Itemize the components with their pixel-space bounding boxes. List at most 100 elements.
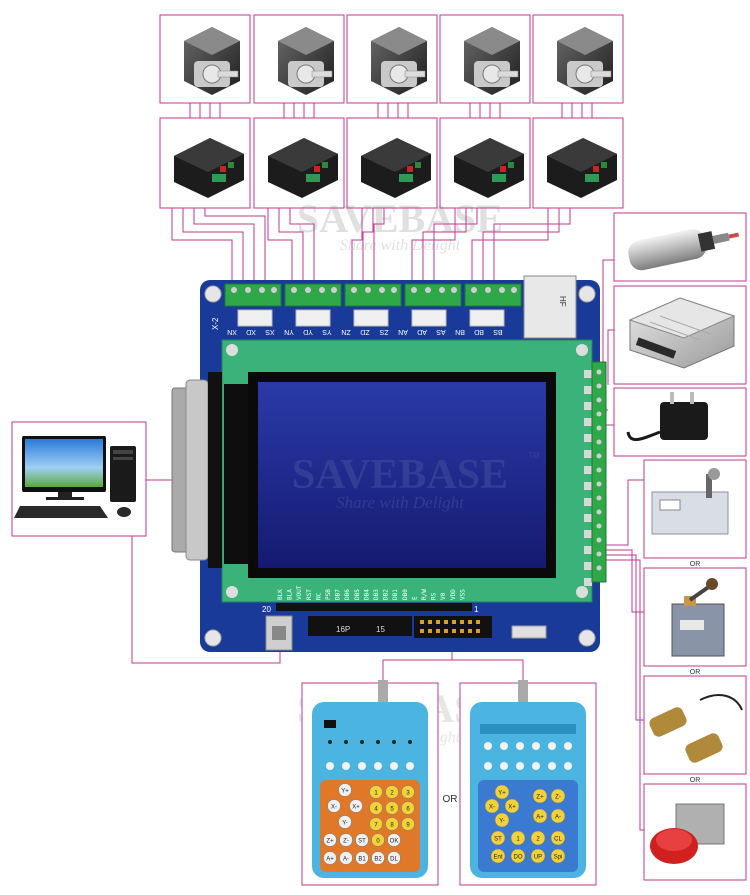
axis-terminal-label: AD [417, 328, 427, 335]
keypad-b-key-button[interactable] [490, 830, 506, 846]
keypad-b-key-button[interactable] [504, 798, 520, 814]
keypad-a-key-button[interactable] [327, 799, 341, 813]
spindle-icon [628, 229, 740, 271]
keypad-b-key-button[interactable] [530, 848, 546, 864]
lcd-pin-label: DB3 [373, 589, 380, 600]
keypad-b-key-label: DO [514, 854, 523, 860]
keypad-b-key-button[interactable] [494, 812, 510, 828]
keypad-a-key-button[interactable] [385, 801, 399, 815]
keypad-a-key-label: A- [343, 856, 349, 862]
mount-hole [578, 285, 596, 303]
keypad-a-key-button[interactable] [369, 801, 383, 815]
mount-hole [578, 629, 596, 647]
keypad-a-key-button[interactable] [323, 851, 337, 865]
proximity-sensor-icon [649, 694, 743, 763]
keypad-a-key-button[interactable] [338, 815, 352, 829]
lcd-pin-label: DB2 [383, 589, 390, 600]
mount-hole [204, 285, 222, 303]
keypad-a-key-button[interactable] [371, 851, 385, 865]
lcd-pin-label: V0 [440, 592, 447, 600]
proximity-sensor-box [643, 675, 747, 775]
keypad-b-key-label: Z+ [536, 794, 544, 800]
keypad-b-key-button[interactable] [530, 830, 546, 846]
ribbon-connector: 16P 15 [308, 616, 547, 639]
keypad-b-key-button[interactable] [532, 808, 548, 824]
keypad-b-key-button[interactable] [510, 848, 526, 864]
keypad-a-key-button[interactable] [401, 817, 415, 831]
lcd-pin-label: RST [306, 589, 313, 600]
keypad-b-key-button[interactable] [490, 848, 506, 864]
keypad-a-key-button[interactable] [323, 833, 337, 847]
pin-first-label: 20 [262, 605, 271, 614]
keypad-a-key-button[interactable] [401, 801, 415, 815]
roller-switch-icon [651, 468, 729, 535]
estop-box [643, 783, 747, 881]
keypad-a-key-label: B1 [358, 856, 366, 862]
lcd-pin-label: DB4 [363, 589, 370, 600]
stepper-motor-b [532, 14, 624, 104]
adapter-box [613, 387, 747, 457]
keypad-a-key-label: Z- [343, 838, 349, 844]
lcd-screen [258, 382, 546, 568]
keypad-a-key-button[interactable] [385, 817, 399, 831]
usb-wire [131, 536, 281, 664]
usb-port [265, 615, 293, 651]
axis-terminal-label: AS [436, 328, 446, 335]
axis-terminal-label: YS [322, 328, 332, 335]
keypad-a-key-button[interactable] [338, 783, 352, 797]
limit-switch-box-1 [643, 459, 747, 559]
or-label: OR [443, 794, 458, 805]
lcd-pin-label: RS [431, 592, 438, 600]
wiring-harness [131, 103, 644, 831]
keypad-a-key-label: Z+ [326, 838, 334, 844]
keypad-b-key-button[interactable] [550, 808, 566, 824]
keypad-a-key-button[interactable] [339, 833, 353, 847]
lever-switch-icon [671, 578, 725, 657]
keypad-a-key-button[interactable] [355, 851, 369, 865]
keypad-a-key-button[interactable] [349, 799, 363, 813]
header-label: X-2 [211, 317, 220, 330]
keypad-a-key-button[interactable] [369, 817, 383, 831]
keypad-b-key-button[interactable] [484, 798, 500, 814]
lcd-pin-label: VDD [450, 589, 457, 600]
keypad-a-key-label: B2 [374, 856, 382, 862]
keypad-a-key-button[interactable] [385, 785, 399, 799]
axis-terminal-label: BN [455, 328, 465, 335]
keypad-a-key-label: Y- [342, 820, 347, 826]
db25-connector [171, 372, 222, 568]
lcd-pin-label: DB5 [354, 589, 361, 600]
keypad-a-key-label: 4 [374, 806, 378, 812]
keypad-a-key-label: 5 [390, 806, 394, 812]
keypad-a-key-button[interactable] [401, 785, 415, 799]
keypad-b-key-button[interactable] [550, 788, 566, 804]
stepper-motor-x [159, 14, 251, 104]
relay: HF [523, 275, 577, 339]
keypad-b-key-button[interactable] [532, 788, 548, 804]
watermark-title: SAVEBASE [292, 452, 508, 498]
keypad-a-key-label: 0 [376, 838, 380, 844]
keypad-a-key-button[interactable] [387, 851, 401, 865]
keypad-b-key-button[interactable] [494, 784, 510, 800]
keypad-b-key-button[interactable] [550, 830, 566, 846]
keypad-a-key-button[interactable] [339, 851, 353, 865]
keypad-b-key-button[interactable] [550, 848, 566, 864]
keypad-a-key-button[interactable] [369, 785, 383, 799]
lcd-pin-label: PSB [325, 589, 332, 600]
keypad-a-key-button[interactable] [387, 833, 401, 847]
keypad-b-key-label: CL [554, 836, 562, 842]
lcd-right-contacts [584, 370, 592, 586]
stepper-driver-y [253, 117, 345, 209]
keypad-b-key-label: Spi [554, 854, 563, 860]
emergency-stop-icon [650, 803, 725, 864]
relay-brand: HF [558, 296, 567, 307]
keypad-b-key-button[interactable] [510, 830, 526, 846]
keypad-a-key-label: 8 [390, 822, 394, 828]
axis-terminal-label: ZN [341, 328, 350, 335]
keypad-a-key-button[interactable] [355, 833, 369, 847]
lcd-module [221, 339, 593, 603]
axis-terminal-blocks [224, 283, 522, 327]
keypad-a-key-button[interactable] [371, 833, 385, 847]
